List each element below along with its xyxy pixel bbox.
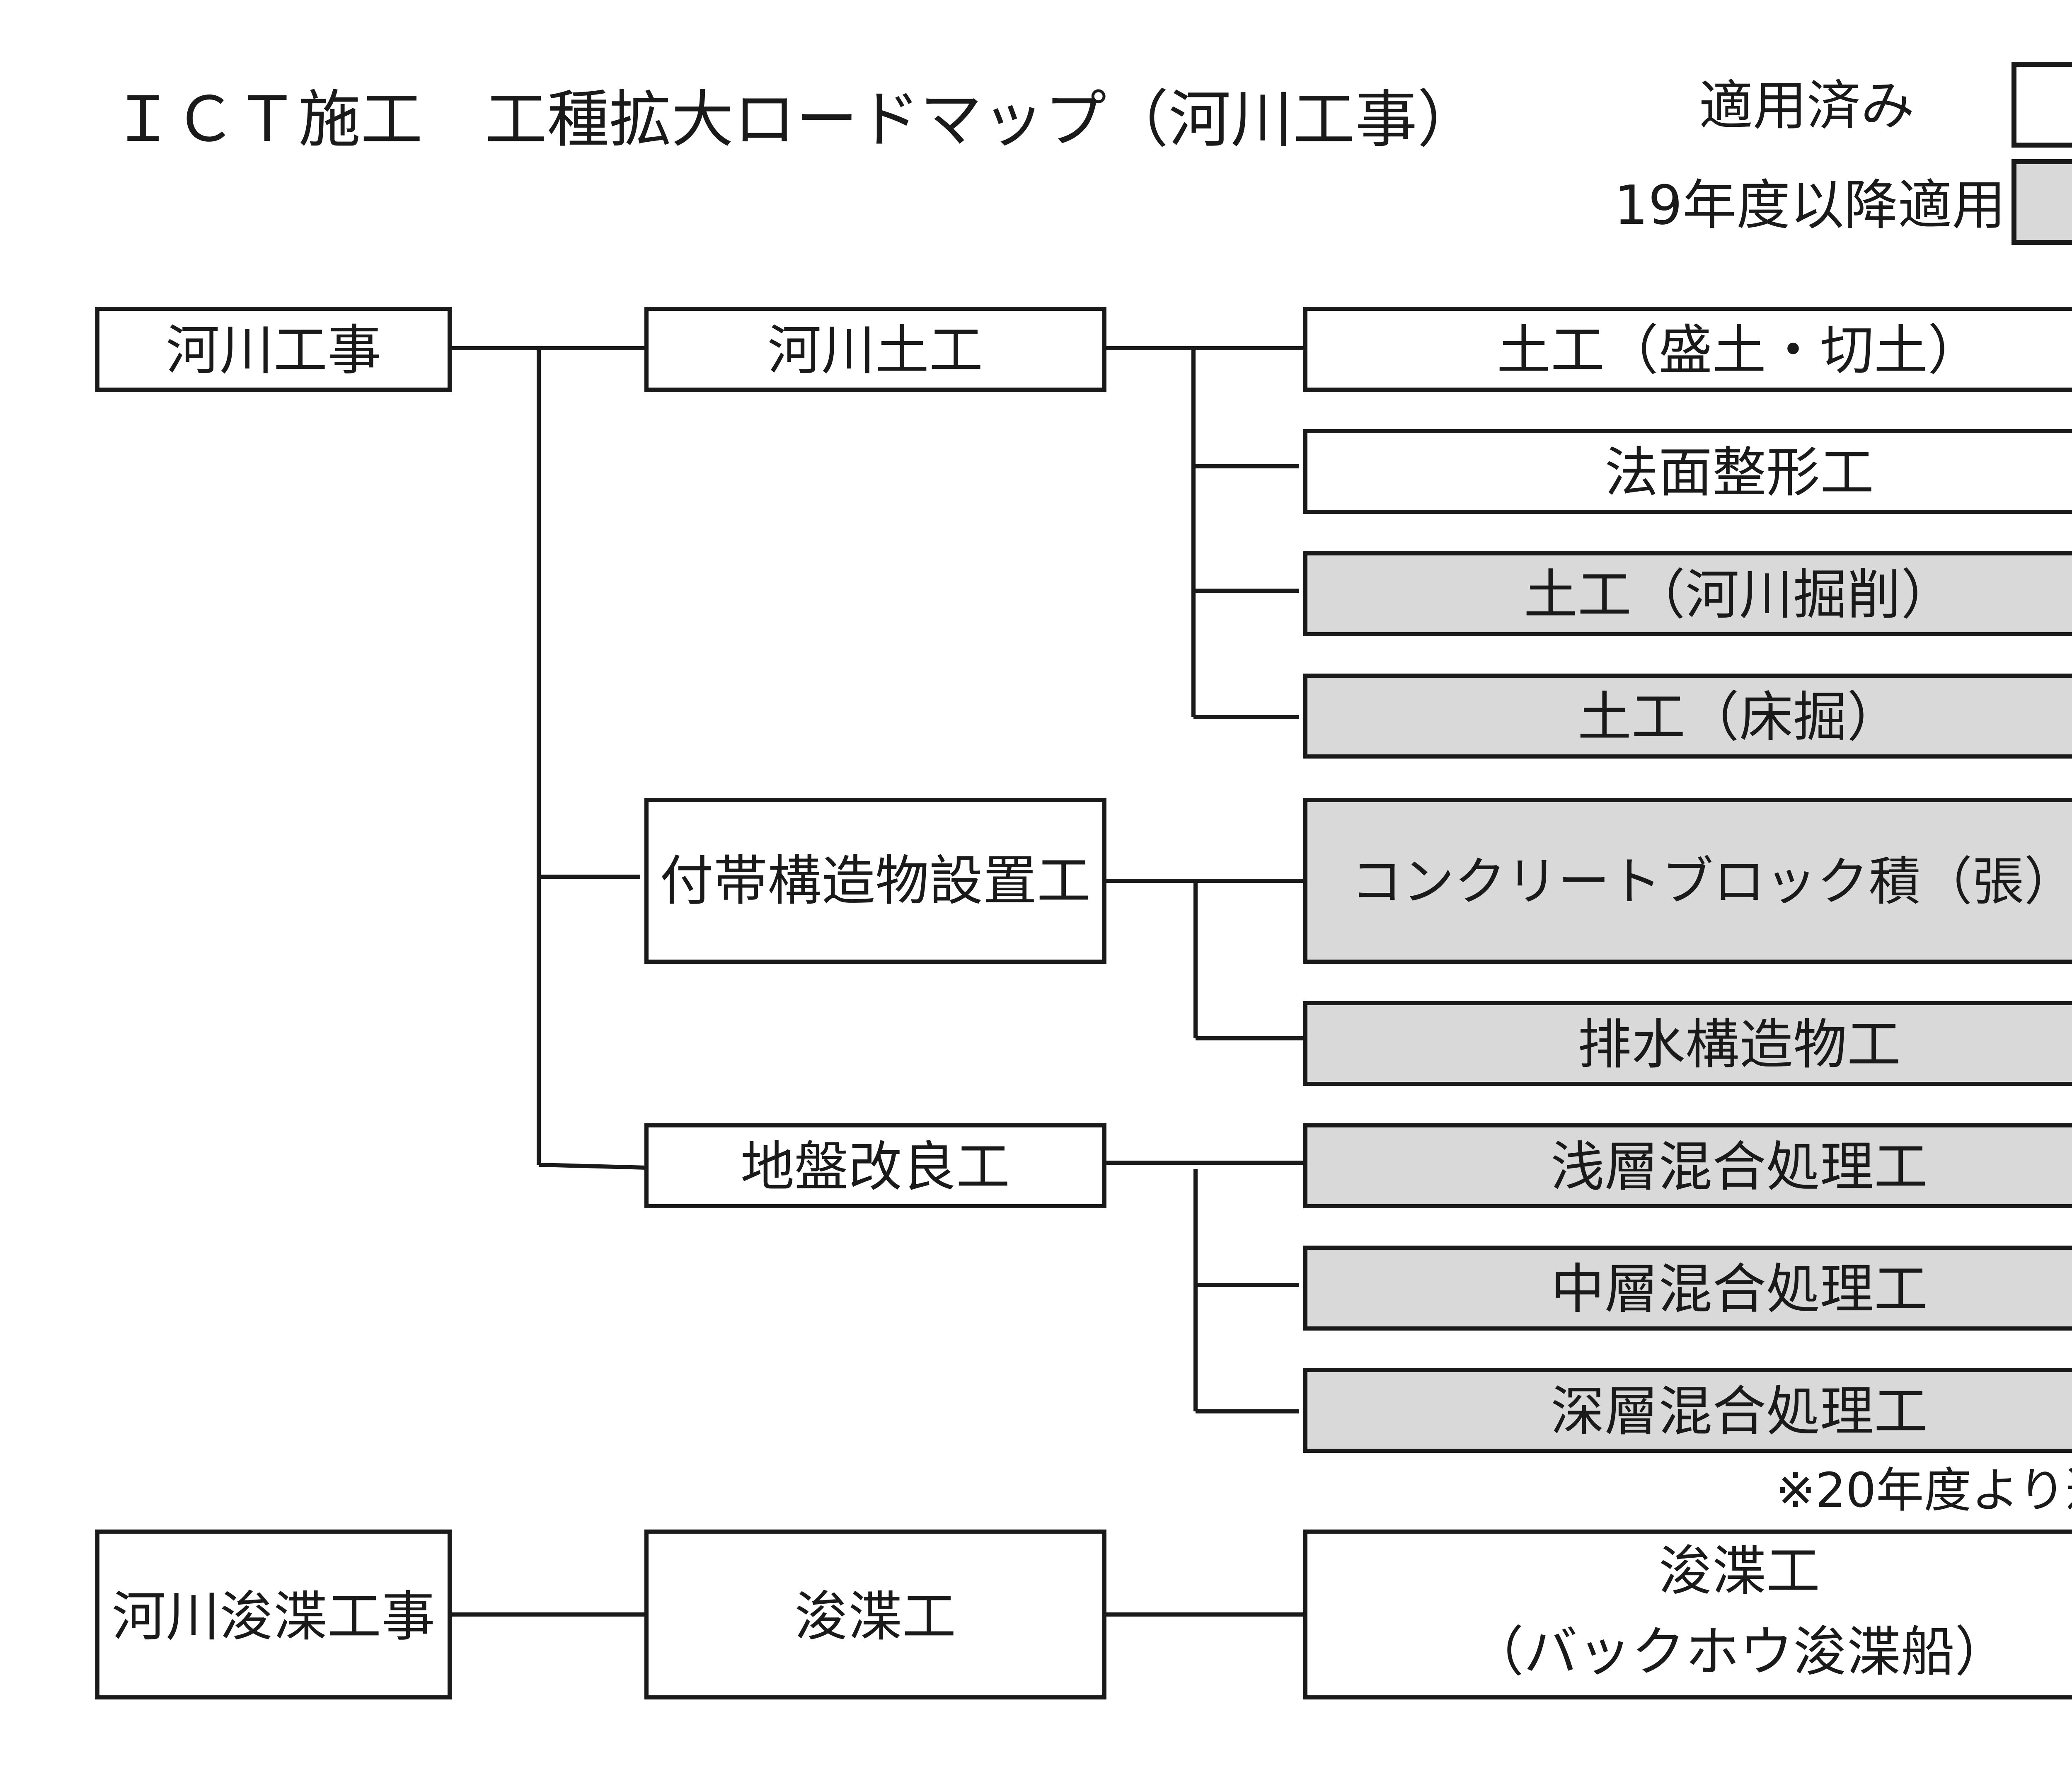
box-norimen-seikei xyxy=(1303,429,2072,514)
connector-kasen-doko xyxy=(1104,346,1305,719)
label-chuso-kongo: 中層混合処理工 xyxy=(1551,1258,1928,1321)
page-title: ＩＣＴ施工 工種拡大ロードマップ（河川工事） xyxy=(112,84,1479,156)
box-concrete-block xyxy=(1303,798,2072,964)
label-shunsetsu-line2: （バックホウ浚渫船） xyxy=(1470,1620,2009,1683)
box-futai-kozobutsu xyxy=(644,798,1106,964)
box-jiban-kairyo xyxy=(644,1123,1106,1208)
label-kasen-shunsetsu-koji: 河川浚渫工事 xyxy=(112,1585,435,1648)
box-senso-kongo xyxy=(1303,1123,2072,1208)
level1-boxes: 河川工事 河川浚渫工事 xyxy=(95,307,452,1699)
label-doko-tokobori: 土工（床掘） xyxy=(1578,686,1901,749)
box-doko-kasen-kussaku xyxy=(1303,551,2072,636)
label-jiban-kairyo: 地盤改良工 xyxy=(741,1135,1010,1198)
level3-boxes: 土工（盛土・切土） 法面整形工 土工（河川掘削） 土工（床掘） コンクリートブロ… xyxy=(1303,307,2072,1699)
box-kasen-doko xyxy=(644,307,1106,392)
label-doko-kasen-kussaku: 土工（河川掘削） xyxy=(1524,563,1955,626)
box-chuso-kongo xyxy=(1303,1246,2072,1331)
box-shinso-kongo xyxy=(1303,1368,2072,1453)
label-shunsetsu-ko: 浚渫工 xyxy=(794,1585,956,1648)
level2-boxes: 河川土工 付帯構造物設置工 地盤改良工 浚渫工 xyxy=(644,307,1106,1699)
box-shunsetsu-ko xyxy=(644,1530,1106,1699)
label-futai-kozobutsu: 付帯構造物設置工 xyxy=(660,849,1091,912)
box-shunsetsu-backhoe xyxy=(1303,1530,2072,1699)
connector-kasen-koji xyxy=(450,346,647,1170)
legend-swatch-applied xyxy=(2011,62,2072,148)
box-kasen-koji xyxy=(95,307,452,392)
label-senso-kongo: 浅層混合処理工 xyxy=(1551,1135,1928,1198)
label-haisui-kozobutsu: 排水構造物工 xyxy=(1578,1013,1901,1076)
box-haisui-kozobutsu xyxy=(1303,1001,2072,1086)
note-fy20: ※20年度より適用 xyxy=(1776,1463,2072,1518)
label-kasen-doko: 河川土工 xyxy=(767,319,983,382)
label-norimen-seikei: 法面整形工 xyxy=(1605,441,1874,504)
legend-label-from-fy19: 19年度以降適用 xyxy=(1614,174,2006,237)
label-shunsetsu-line1: 浚渫工 xyxy=(1658,1539,1820,1602)
legend: 適用済み 19年度以降適用 xyxy=(1614,62,2072,245)
connector-futai xyxy=(1104,879,1305,1040)
connector-jiban xyxy=(1104,1161,1305,1413)
label-shinso-kongo: 深層混合処理工 xyxy=(1551,1380,1928,1443)
box-doko-tokobori xyxy=(1303,674,2072,759)
label-concrete-block: コンクリートブロック積（張）工 xyxy=(1351,852,2072,912)
legend-swatch-from-fy19 xyxy=(2011,159,2072,245)
box-doko-morido xyxy=(1303,307,2072,392)
legend-label-applied: 適用済み xyxy=(1699,74,1915,137)
box-kasen-shunsetsu-koji xyxy=(95,1530,452,1699)
label-kasen-koji: 河川工事 xyxy=(166,319,381,382)
label-doko-morido: 土工（盛土・切土） xyxy=(1497,319,1982,382)
connector-lines xyxy=(450,346,1305,1617)
